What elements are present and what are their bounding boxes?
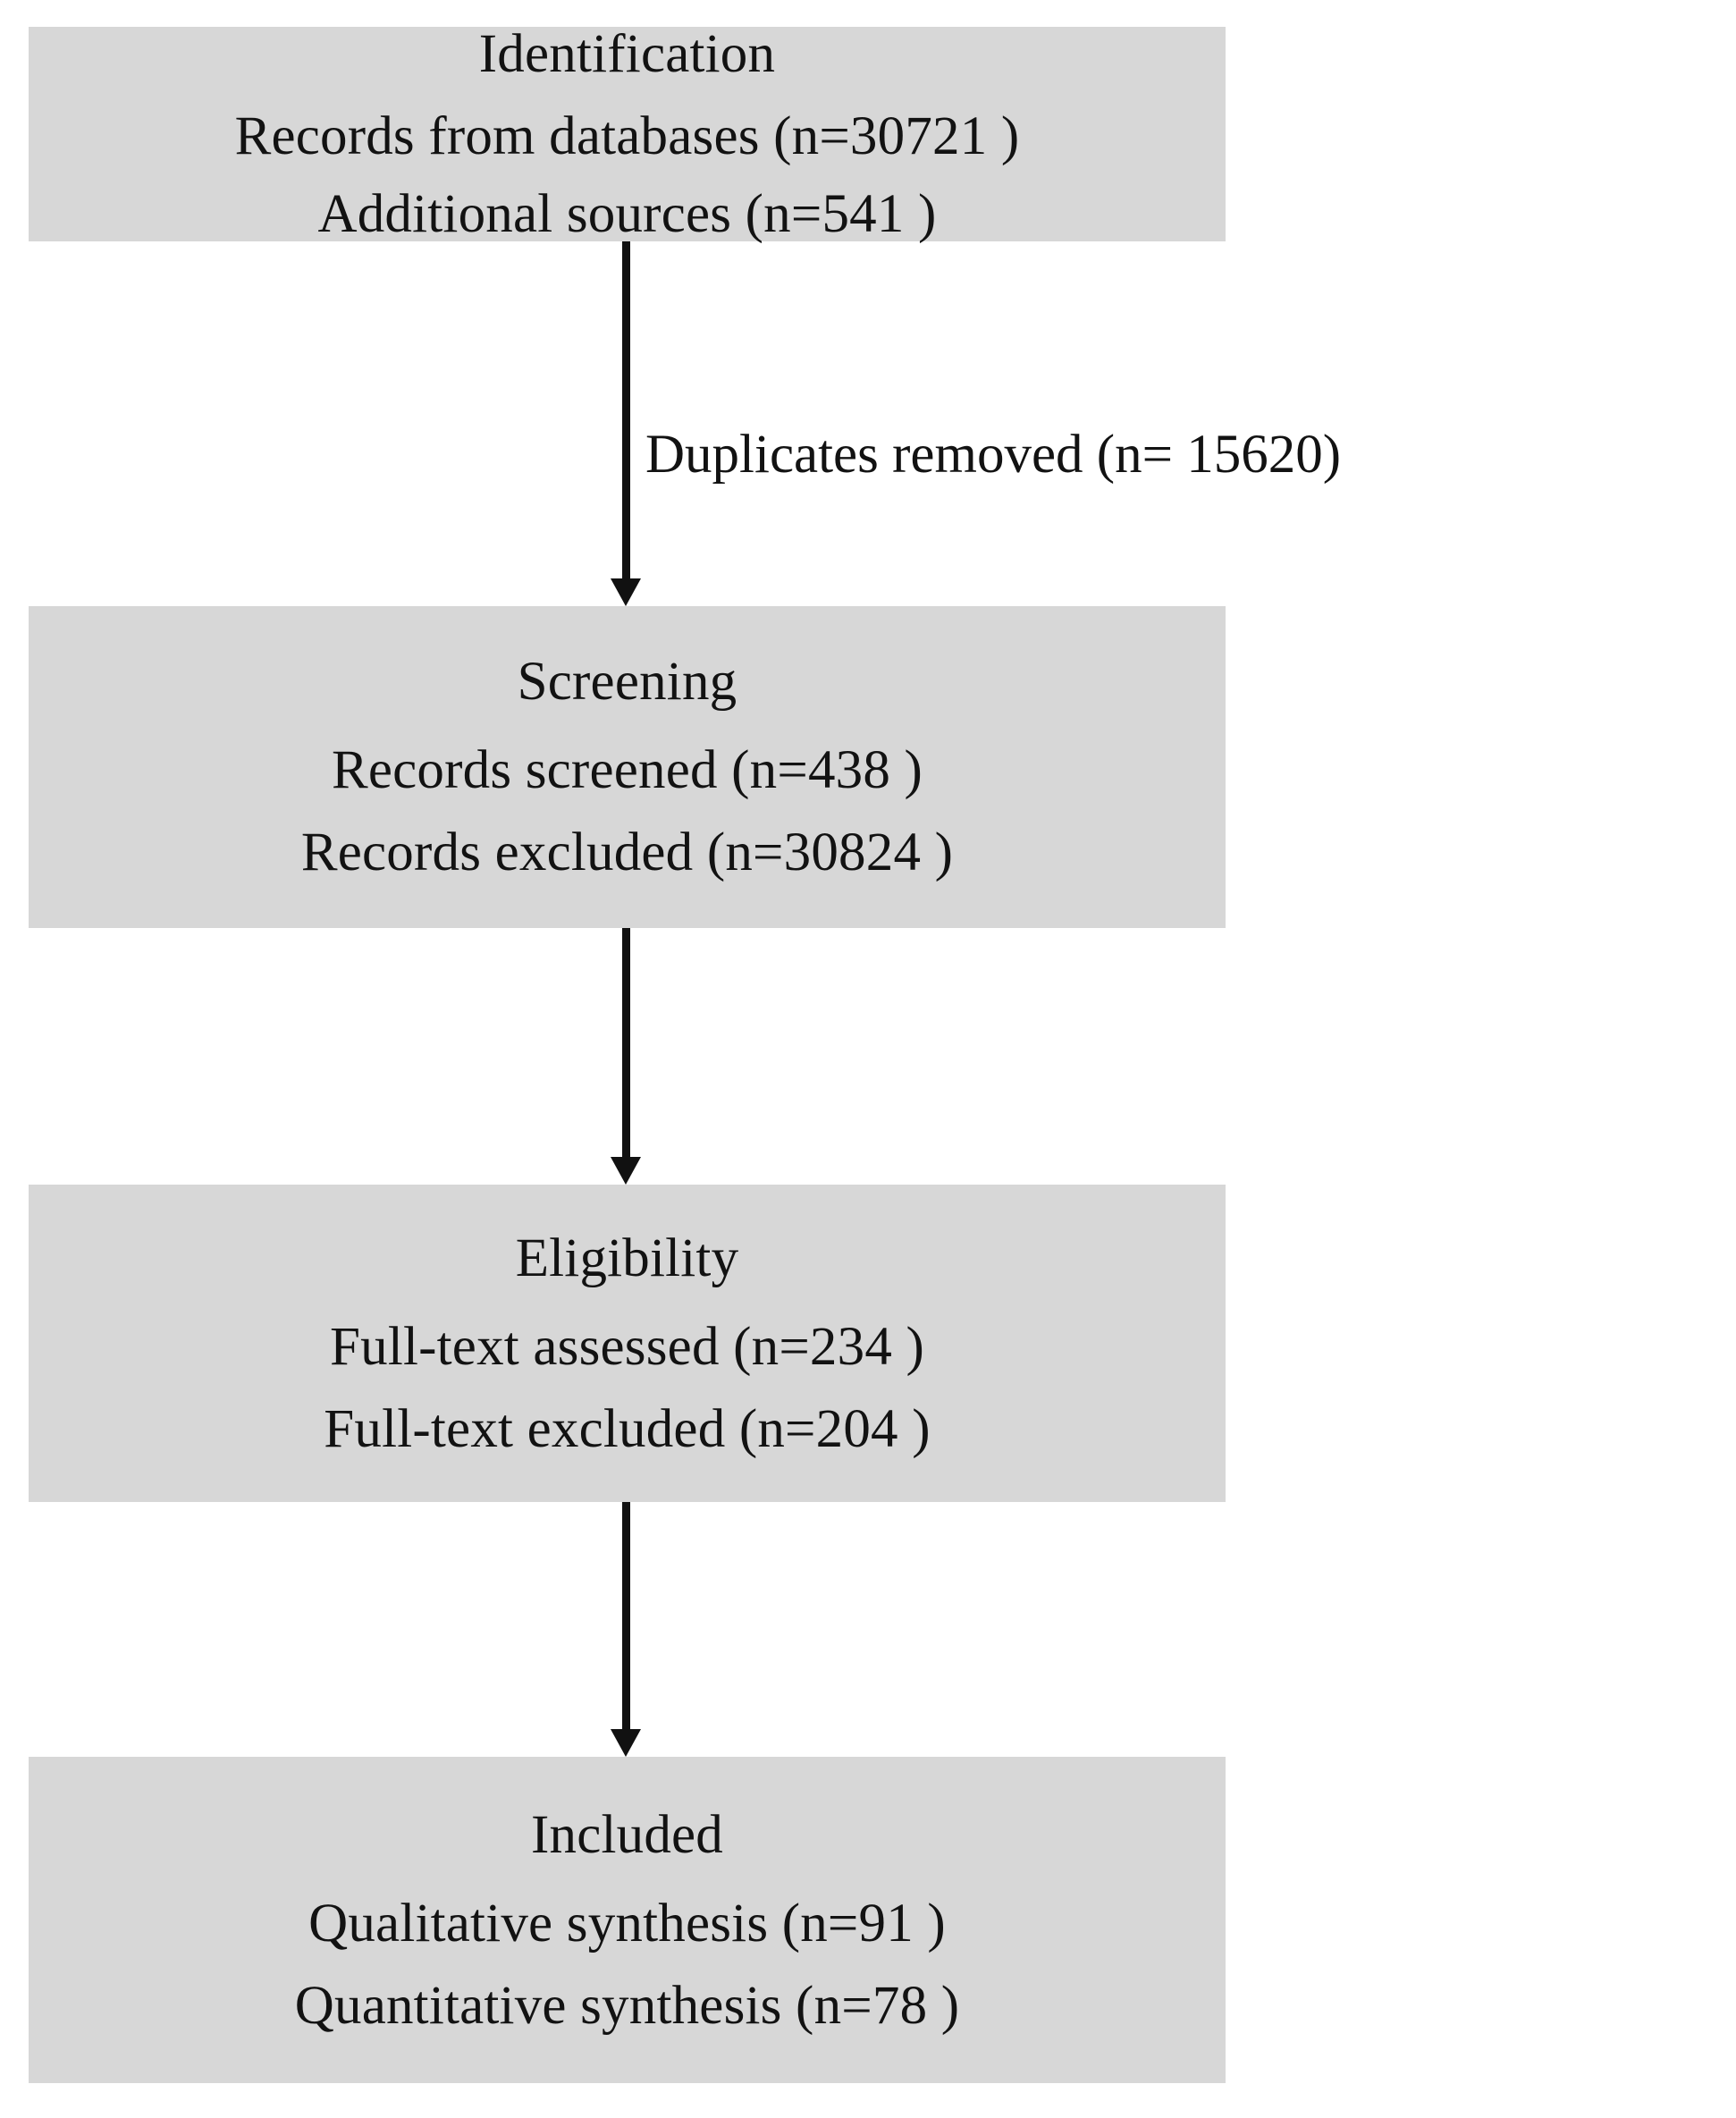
stage-line-additional-sources: Additional sources (n=541 ) xyxy=(317,184,937,244)
arrow-screening-to-eligibility xyxy=(611,928,641,1185)
arrow-shaft xyxy=(622,1502,630,1729)
arrow-head-icon xyxy=(611,578,641,606)
stage-title-screening: Screening xyxy=(517,652,737,712)
arrow-eligibility-to-included xyxy=(611,1502,641,1757)
arrow-identification-to-screening xyxy=(611,241,641,606)
stage-box-eligibility: Eligibility Full-text assessed (n=234 ) … xyxy=(29,1185,1226,1502)
arrow-head-icon xyxy=(611,1157,641,1185)
stage-line-full-text-excluded: Full-text excluded (n=204 ) xyxy=(324,1398,931,1459)
stage-box-identification: Identification Records from databases (n… xyxy=(29,27,1226,241)
arrow-head-icon xyxy=(611,1729,641,1757)
stage-line-records-excluded: Records excluded (n=30824 ) xyxy=(300,823,954,882)
stage-line-quantitative-synthesis: Quantitative synthesis (n=78 ) xyxy=(294,1975,960,2036)
stage-title-eligibility: Eligibility xyxy=(515,1228,739,1288)
stage-line-full-text-assessed: Full-text assessed (n=234 ) xyxy=(330,1316,924,1377)
stage-box-included: Included Qualitative synthesis (n=91 ) Q… xyxy=(29,1757,1226,2083)
arrow-shaft xyxy=(622,928,630,1157)
arrow-shaft xyxy=(622,241,630,578)
stage-line-qualitative-synthesis: Qualitative synthesis (n=91 ) xyxy=(308,1893,946,1953)
stage-title-identification: Identification xyxy=(478,24,776,84)
stage-line-records-screened: Records screened (n=438 ) xyxy=(331,740,923,800)
stage-box-screening: Screening Records screened (n=438 ) Reco… xyxy=(29,606,1226,928)
annotation-duplicates-removed: Duplicates removed (n= 15620) xyxy=(645,425,1342,485)
stage-title-included: Included xyxy=(530,1804,723,1865)
stage-line-records-from-databases: Records from databases (n=30721 ) xyxy=(234,106,1020,167)
